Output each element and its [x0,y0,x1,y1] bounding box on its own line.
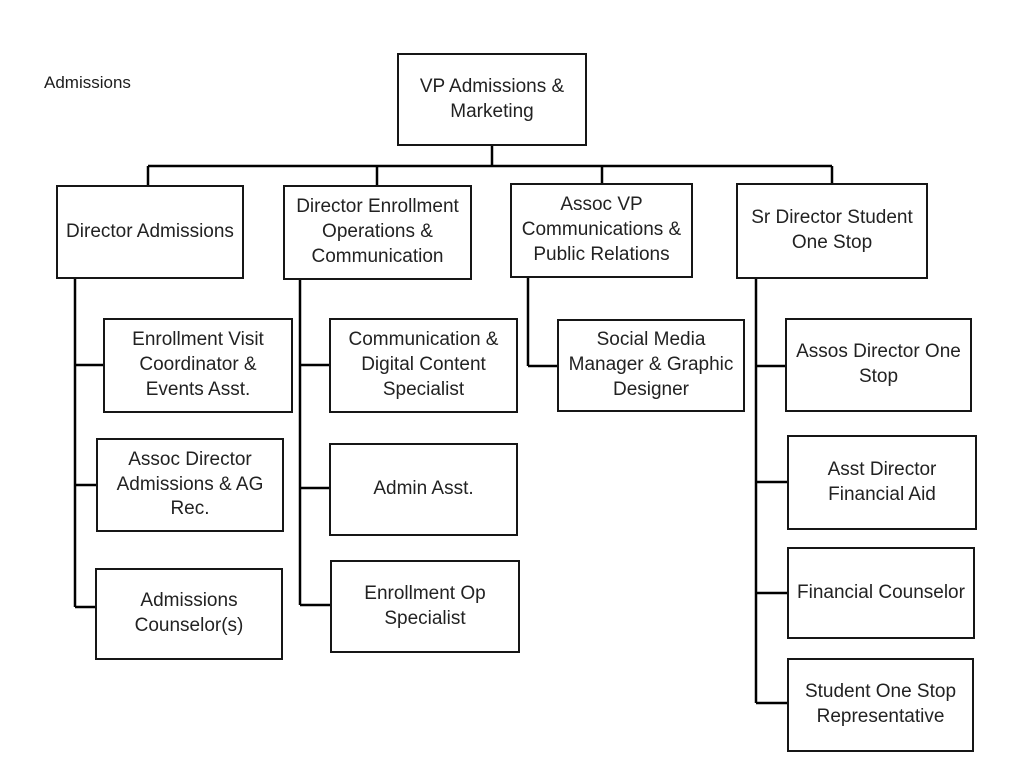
org-node-assoc-vp-communications: Assoc VP Communications & Public Relatio… [510,183,693,278]
org-node-assoc-director-admissions-ag-rec: Assoc Director Admissions & AG Rec. [96,438,284,532]
org-node-enrollment-visit-coordinator: Enrollment Visit Coordinator & Events As… [103,318,293,413]
org-node-asst-director-financial-aid: Asst Director Financial Aid [787,435,977,530]
org-chart-title: Admissions [44,73,131,92]
org-node-sr-director-student-one-stop: Sr Director Student One Stop [736,183,928,279]
org-node-admissions-counselors: Admissions Counselor(s) [95,568,283,660]
org-node-social-media-manager-graphic-designer: Social Media Manager & Graphic Designer [557,319,745,412]
org-node-enrollment-op-specialist: Enrollment Op Specialist [330,560,520,653]
org-node-student-one-stop-representative: Student One Stop Representative [787,658,974,752]
org-node-vp-admissions-marketing: VP Admissions & Marketing [397,53,587,146]
org-node-admin-asst: Admin Asst. [329,443,518,536]
org-node-communication-digital-content-specialist: Communication & Digital Content Speciali… [329,318,518,413]
org-node-financial-counselor: Financial Counselor [787,547,975,639]
org-node-director-enrollment-operations: Director Enrollment Operations & Communi… [283,185,472,280]
org-node-director-admissions: Director Admissions [56,185,244,279]
org-node-assos-director-one-stop: Assos Director One Stop [785,318,972,412]
